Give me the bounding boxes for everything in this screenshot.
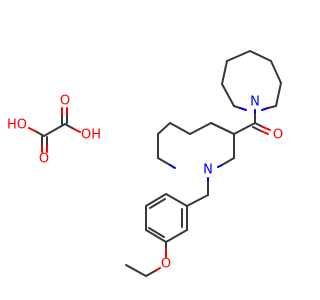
piperidine-nitrogen-label: N bbox=[203, 163, 213, 178]
piperidine-bond bbox=[169, 164, 176, 169]
carbonyl-double-bond bbox=[254, 122, 264, 128]
azepane-bond bbox=[249, 50, 272, 62]
piperidine-bond bbox=[217, 164, 223, 168]
carbonyl-ring-bond bbox=[233, 122, 256, 135]
piperidine-bond bbox=[169, 122, 191, 135]
ethyl-bond bbox=[125, 264, 147, 277]
benzene-bond bbox=[165, 229, 188, 243]
piperidine-bond bbox=[210, 122, 235, 135]
benzene-inner-bond bbox=[148, 227, 165, 238]
ethoxy-group bbox=[125, 241, 167, 277]
carbonyl-oxygen-label: O bbox=[273, 128, 283, 143]
benzene-bond bbox=[165, 193, 188, 207]
azepane-nitrogen-label: N bbox=[250, 95, 260, 110]
piperidine-bond bbox=[157, 122, 171, 135]
piperidine-bond bbox=[189, 122, 212, 135]
benzene-inner-bond bbox=[149, 198, 166, 209]
azepane-bond bbox=[270, 60, 282, 84]
benzene-bond bbox=[145, 193, 167, 207]
azepane-bond bbox=[226, 50, 251, 62]
benzene-bond bbox=[145, 229, 167, 243]
azepane-bond bbox=[221, 60, 228, 85]
o-ethyl-bond bbox=[145, 270, 156, 277]
oxalic-top-oxygen-label: O bbox=[60, 94, 70, 109]
oxalic-acid bbox=[28, 107, 81, 153]
piperidine-ring-main bbox=[210, 122, 235, 135]
azepane-bond bbox=[239, 107, 247, 111]
oxalic-c-oh-bond bbox=[73, 128, 81, 133]
oxalic-cc-bond bbox=[43, 123, 66, 137]
oxalic-bottom-oxygen-label: O bbox=[39, 152, 49, 167]
azepane-bond bbox=[221, 83, 235, 107]
molecule-structure-diagram: N O N bbox=[7, 50, 283, 277]
oxalic-c-oh-bond bbox=[28, 127, 36, 132]
azepane-bond bbox=[267, 105, 277, 109]
azepane-ring bbox=[221, 50, 282, 111]
ch2-aryl-bond bbox=[186, 194, 209, 207]
oxalic-ho-label: HO bbox=[7, 118, 27, 133]
oxalic-c-oh-bond bbox=[64, 123, 75, 130]
piperidine-bond bbox=[157, 157, 171, 166]
azepane-bond bbox=[261, 107, 269, 111]
benzyl-group bbox=[145, 177, 209, 243]
azepane-bond bbox=[275, 82, 282, 107]
amide-group bbox=[233, 109, 271, 135]
carbonyl-double-bond bbox=[260, 130, 269, 135]
azepane-bond bbox=[233, 105, 241, 109]
ether-oxygen-label: O bbox=[161, 257, 171, 272]
piperidine-ring bbox=[157, 122, 235, 169]
oxalic-oh-label: OH bbox=[81, 128, 101, 143]
carbonyl-double-bond bbox=[252, 126, 262, 132]
piperidine-bond bbox=[221, 157, 235, 166]
carbonyl-double-bond bbox=[262, 126, 271, 131]
